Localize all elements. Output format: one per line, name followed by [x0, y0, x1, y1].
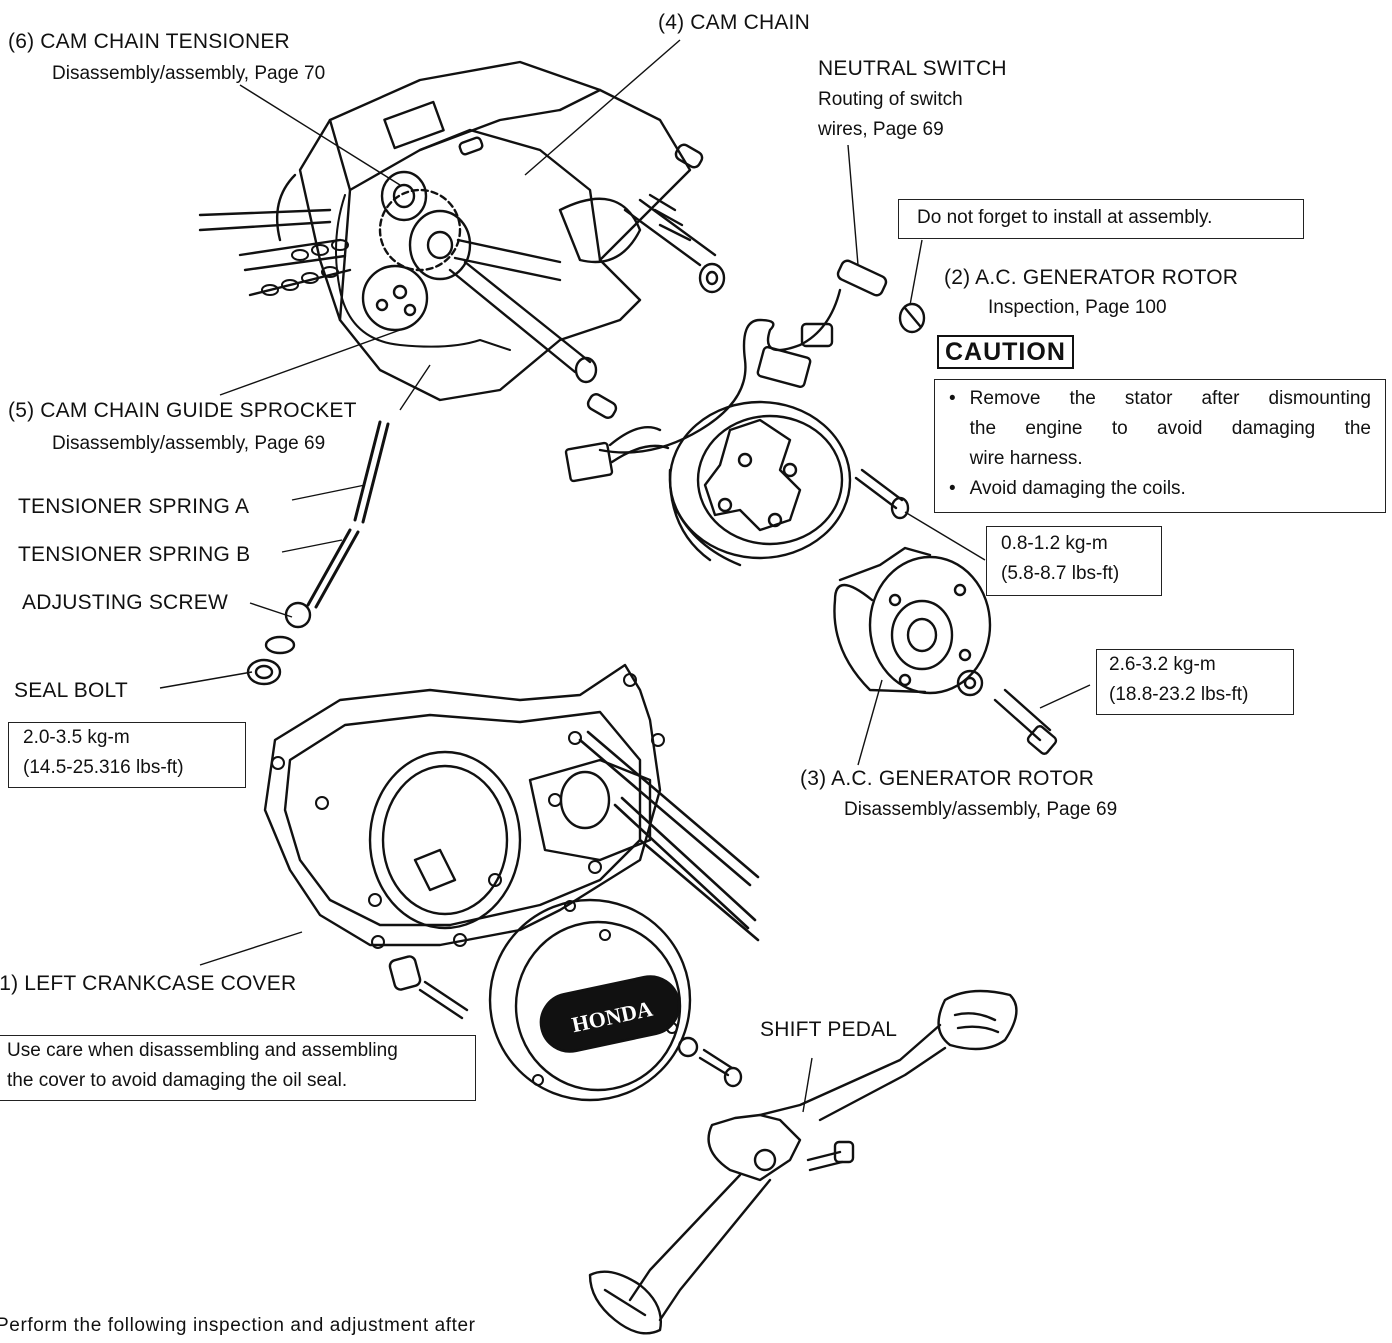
label-tensioner-spring-b: TENSIONER SPRING B	[18, 543, 251, 566]
ac-generator-stator	[668, 400, 852, 567]
footer-text: Perform the following inspection and adj…	[0, 1315, 476, 1336]
caution-box: • Remove the stator after dismounting th…	[934, 379, 1386, 513]
callout-ac-rotor-inspection-ref: Inspection, Page 100	[988, 297, 1167, 318]
torque-seal-lbsft: (14.5-25.316 lbs-ft)	[23, 757, 184, 778]
cover-note-box: Use care when disassembling and assembli…	[0, 1035, 476, 1101]
shift-pedal	[588, 989, 1018, 1335]
callout-cam-chain-tensioner-ref: Disassembly/assembly, Page 70	[52, 63, 326, 84]
install-note-text: Do not forget to install at assembly.	[917, 207, 1213, 228]
callout-ac-rotor-inspection: (2) A.C. GENERATOR ROTOR	[944, 266, 1239, 289]
caution-title: CAUTION	[937, 335, 1074, 369]
caution-line-3: wire harness.	[969, 448, 1083, 469]
callout-cam-chain-guide: (5) CAM CHAIN GUIDE SPROCKET	[8, 399, 357, 422]
label-shift-pedal: SHIFT PEDAL	[760, 1018, 898, 1041]
leader-lines	[159, 39, 1091, 1113]
tensioner-spring-assembly	[246, 420, 390, 686]
torque-stator-box: 0.8-1.2 kg-m (5.8-8.7 lbs-ft)	[986, 526, 1162, 596]
callout-ac-rotor-disassembly-ref: Disassembly/assembly, Page 69	[844, 799, 1118, 820]
cover-note-line-2: the cover to avoid damaging the oil seal…	[7, 1070, 348, 1091]
torque-seal-kgm: 2.0-3.5 kg-m	[23, 727, 130, 748]
caution-line-4: Avoid damaging the coils.	[969, 478, 1186, 499]
label-adjusting-screw: ADJUSTING SCREW	[22, 591, 229, 614]
torque-seal-box: 2.0-3.5 kg-m (14.5-25.316 lbs-ft)	[8, 722, 246, 788]
torque-rotor-box: 2.6-3.2 kg-m (18.8-23.2 lbs-ft)	[1096, 649, 1294, 715]
neutral-switch-wiring	[564, 259, 926, 483]
callout-cam-chain: (4) CAM CHAIN	[658, 11, 810, 34]
caution-line-1: Remove the stator after dismounting	[969, 388, 1371, 409]
generator-cover	[488, 898, 743, 1102]
cover-note-line-1: Use care when disassembling and assembli…	[7, 1040, 398, 1061]
caution-line-2: the engine to avoid damaging the	[969, 418, 1371, 439]
callout-ac-rotor-disassembly: (3) A.C. GENERATOR ROTOR	[800, 767, 1095, 790]
caution-bullet-1: •	[949, 388, 956, 409]
cover-bolts	[388, 730, 760, 1020]
torque-stator-lbsft: (5.8-8.7 lbs-ft)	[1001, 563, 1120, 584]
caution-bullet-2: •	[949, 478, 956, 499]
torque-rotor-kgm: 2.6-3.2 kg-m	[1109, 654, 1216, 675]
left-crankcase-cover	[263, 663, 665, 949]
callout-neutral-switch: NEUTRAL SWITCH	[818, 57, 1007, 80]
callout-cam-chain-guide-ref: Disassembly/assembly, Page 69	[52, 433, 326, 454]
callout-neutral-switch-ref-1: Routing of switch	[818, 89, 963, 110]
callout-left-crankcase-cover: (1) LEFT CRANKCASE COVER	[0, 972, 297, 995]
torque-rotor-lbsft: (18.8-23.2 lbs-ft)	[1109, 684, 1249, 705]
label-seal-bolt: SEAL BOLT	[14, 679, 128, 702]
callout-neutral-switch-ref-2: wires, Page 69	[818, 119, 944, 140]
callout-cam-chain-tensioner: (6) CAM CHAIN TENSIONER	[8, 30, 290, 53]
stator-bolt	[854, 468, 910, 520]
ac-generator-rotor	[833, 546, 1058, 755]
torque-stator-kgm: 0.8-1.2 kg-m	[1001, 533, 1108, 554]
label-tensioner-spring-a: TENSIONER SPRING A	[18, 495, 250, 518]
install-note-box: Do not forget to install at assembly.	[898, 199, 1304, 239]
crankcase-engine-block	[198, 60, 726, 419]
